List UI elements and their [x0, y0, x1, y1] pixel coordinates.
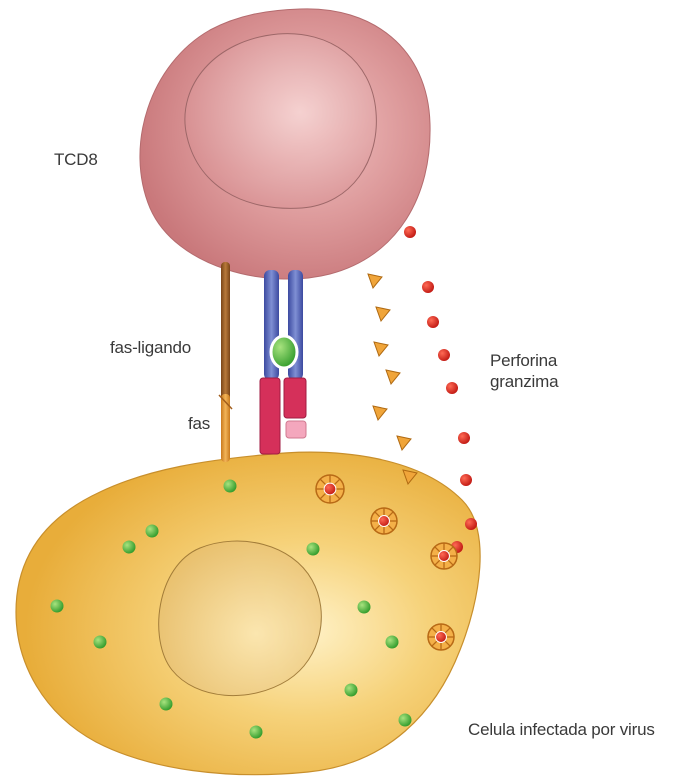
tcd8-cell: [140, 9, 430, 279]
granzyme-dot: [404, 226, 416, 238]
perforin-pore: [428, 624, 454, 650]
virion-dot: [146, 525, 159, 538]
perforin-pore: [371, 508, 397, 534]
perforin-molecules: [368, 274, 417, 484]
granzyme-dot: [458, 432, 470, 444]
mhc-upper-domain: [284, 378, 306, 418]
tcr-mhc-complex: [260, 270, 306, 454]
granzyme-dot: [460, 474, 472, 486]
virion-dot: [224, 480, 237, 493]
perforin-triangle: [397, 436, 411, 450]
virion-dot: [160, 698, 173, 711]
virion-dot: [399, 714, 412, 727]
infected-cell-nucleus: [159, 541, 322, 696]
granzyme-dot: [427, 316, 439, 328]
fas-stalk: [221, 394, 230, 462]
perforin-pore: [316, 475, 344, 503]
perforin-triangle: [374, 342, 388, 356]
virion-dot: [386, 636, 399, 649]
virion-dot: [345, 684, 358, 697]
perforin-pore: [431, 543, 457, 569]
virion-dot: [94, 636, 107, 649]
granzyme-dot: [438, 349, 450, 361]
mhc-heavy-chain: [260, 378, 280, 454]
perforin-triangle: [368, 274, 382, 288]
perforin-triangle: [386, 370, 400, 384]
perforin-label: Perforina: [490, 350, 558, 371]
infected-cell-label: Celula infectada por virus: [468, 719, 655, 740]
granzyme-label: granzima: [490, 371, 558, 392]
fas-ligand-fas-complex: [219, 262, 232, 462]
virion-dot: [123, 541, 136, 554]
perforin-triangle: [376, 307, 390, 321]
perforin-triangle: [373, 406, 387, 420]
tcd8-label: TCD8: [54, 149, 98, 170]
infected-cell: [16, 452, 480, 774]
granzyme-dot: [446, 382, 458, 394]
virion-dot: [358, 601, 371, 614]
virion-dot: [51, 600, 64, 613]
fas-ligand-stalk: [221, 262, 230, 410]
fas-label: fas: [188, 413, 210, 434]
tcd8-nucleus: [185, 34, 376, 209]
perforin-granzyme-label: Perforina granzima: [490, 350, 558, 393]
peptide-antigen: [271, 336, 297, 368]
fas-ligand-label: fas-ligando: [110, 337, 191, 358]
granzyme-dot: [422, 281, 434, 293]
virion-dot: [307, 543, 320, 556]
virion-dot: [250, 726, 263, 739]
granzyme-dot: [465, 518, 477, 530]
beta2-microglobulin: [286, 421, 306, 438]
